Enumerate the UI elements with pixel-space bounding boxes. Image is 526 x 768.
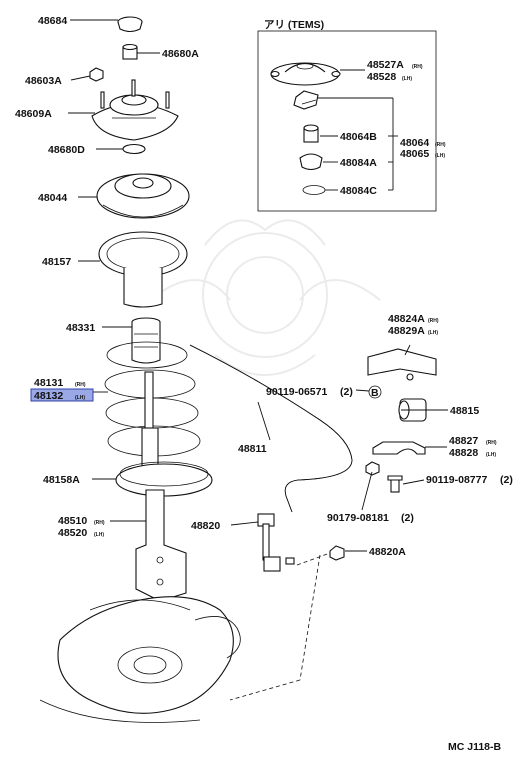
label-48609A: 48609A — [15, 108, 52, 120]
label-48684: 48684 — [38, 15, 67, 27]
label-48828-side: (LH) — [486, 452, 496, 458]
label-48064-side: (RH) — [435, 142, 446, 148]
part-48603A-nut — [89, 67, 104, 82]
label-48065-side: (LH) — [435, 153, 445, 159]
part-48044-seat — [96, 173, 190, 219]
callout-B-circle — [368, 385, 382, 399]
label-48603A: 48603A — [25, 75, 62, 87]
label-48527A-side: (RH) — [412, 64, 423, 70]
label-48811: 48811 — [238, 443, 267, 455]
label-48820: 48820 — [191, 520, 220, 532]
label-48828: 48828 — [449, 447, 478, 459]
footer-code: MC J118-B — [448, 741, 502, 753]
part-48331-bumper — [131, 317, 161, 364]
label-90119-08777: 90119-08777 — [426, 474, 487, 486]
label-48680D: 48680D — [48, 144, 85, 156]
part-48811-stabilizer-bar — [189, 344, 353, 513]
label-48528: 48528 — [367, 71, 396, 83]
label-48815: 48815 — [450, 405, 479, 417]
label-90119-08777-qty: (2) — [500, 474, 513, 486]
leader-lines — [68, 19, 448, 552]
part-48680D-washer — [122, 143, 146, 155]
label-48131-side: (RH) — [75, 382, 86, 388]
highlight-48132 — [30, 388, 94, 402]
part-48510-strut — [115, 371, 213, 602]
inset-upper-cap — [270, 62, 341, 86]
label-48131: 48131 — [34, 377, 63, 389]
temps-inset-title: アリ (TEMS) — [264, 19, 324, 31]
label-48824A-side: (RH) — [428, 318, 439, 324]
label-48510: 48510 — [58, 515, 87, 527]
temps-inset: アリ (TEMS) — [257, 19, 446, 212]
label-48065: 48065 — [400, 148, 429, 160]
label-48827-side: (RH) — [486, 440, 497, 446]
part-48827-bracket — [372, 441, 426, 455]
part-48609A-support — [91, 79, 179, 141]
part-48684-cap — [117, 16, 143, 33]
guide-lines — [229, 552, 331, 701]
part-48680A-nut — [122, 43, 138, 60]
label-48827: 48827 — [449, 435, 478, 447]
watermark-emblem — [149, 219, 381, 376]
label-48680A: 48680A — [162, 48, 199, 60]
label-90179-08181: 90179-08181 — [327, 512, 389, 524]
part-90119-08777-bolt — [387, 475, 403, 493]
part-48157-insulator — [98, 231, 188, 308]
label-48527A: 48527A — [367, 59, 404, 71]
part-steering-knuckle — [39, 596, 241, 723]
callout-B: B — [371, 387, 379, 399]
label-48510-side: (RH) — [94, 520, 105, 526]
label-90119-06571-qty: (2) — [340, 386, 353, 398]
label-90119-06571: 90119-06571 — [266, 386, 327, 398]
part-48820A-nut — [329, 545, 345, 561]
label-48132: 48132 — [34, 390, 63, 402]
inset-snap-ring — [302, 185, 326, 195]
label-48158A: 48158A — [43, 474, 80, 486]
label-48157: 48157 — [42, 256, 71, 268]
inset-bound-stopper — [299, 153, 323, 171]
label-48829A-side: (LH) — [428, 330, 438, 336]
label-48064: 48064 — [400, 137, 429, 149]
part-48820-link — [257, 513, 295, 572]
label-48829A: 48829A — [388, 325, 425, 337]
label-48520: 48520 — [58, 527, 87, 539]
inset-bushing — [303, 124, 319, 143]
part-48824A-bracket — [367, 348, 437, 381]
label-48044: 48044 — [38, 192, 67, 204]
inset-actuator — [293, 90, 319, 110]
label-48084C: 48084C — [340, 185, 377, 197]
label-48084A: 48084A — [340, 157, 377, 169]
label-48528-side: (LH) — [402, 76, 412, 82]
label-90179-08181-qty: (2) — [401, 512, 414, 524]
label-48064B: 48064B — [340, 131, 377, 143]
label-48820A: 48820A — [369, 546, 406, 558]
label-48331: 48331 — [66, 322, 95, 334]
label-48132-side: (LH) — [75, 395, 85, 401]
label-48824A: 48824A — [388, 313, 425, 325]
part-90179-08181-nut — [365, 461, 380, 476]
label-48520-side: (LH) — [94, 532, 104, 538]
